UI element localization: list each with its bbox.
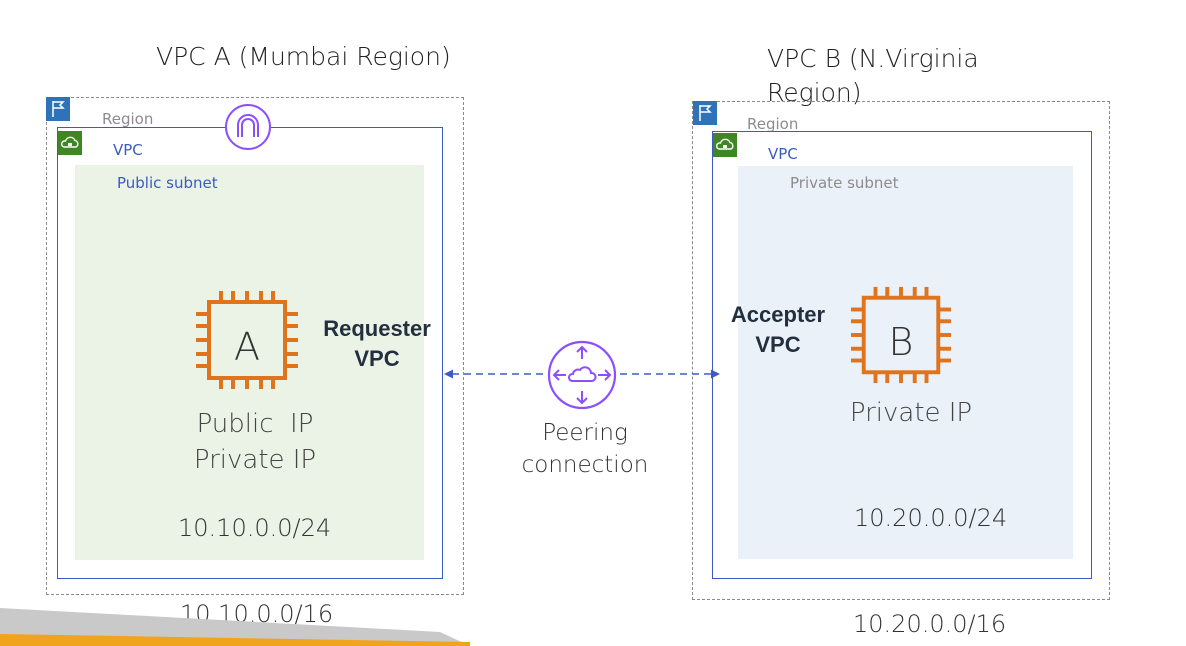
vpc-b-vpc-cidr: 10.20.0.0/16 — [853, 610, 1007, 638]
peering-connection-arrow — [444, 369, 720, 379]
private-subnet-box — [738, 166, 1073, 559]
vpc-cloud-lock-icon — [58, 131, 82, 155]
footer-decoration — [0, 608, 470, 646]
requester-vpc-label: Requester VPC — [310, 314, 444, 374]
ec2-instance-b-icon — [848, 284, 954, 386]
ec2-instance-a-icon — [193, 288, 301, 392]
region-flag-icon — [693, 101, 717, 125]
peering-label-line1: Peering — [542, 420, 628, 446]
vpc-b-subnet-cidr: 10.20.0.0/24 — [854, 504, 1008, 532]
vpc-a-title: VPC A (Mumbai Region) — [156, 42, 451, 71]
vpc-b-title-line2: Region) — [767, 78, 862, 107]
vpc-a-subnet-cidr: 10.10.0.0/24 — [178, 514, 332, 542]
instance-b-letter: B — [888, 320, 914, 364]
public-ip-label: Public IP — [196, 409, 314, 439]
vpc-cloud-lock-icon — [713, 133, 737, 157]
vpc-b-vpc-label: VPC — [768, 145, 798, 163]
accepter-vpc-label: Accepter VPC — [718, 300, 838, 360]
vpc-a-ip-label: Public IP Private IP — [160, 406, 350, 478]
private-ip-label: Private IP — [193, 445, 317, 475]
vpc-a-region-label: Region — [102, 110, 154, 128]
private-subnet-label: Private subnet — [790, 174, 899, 192]
instance-a-letter: A — [234, 325, 260, 369]
vpc-a-region-box — [46, 97, 464, 595]
vpc-b-region-label: Region — [747, 115, 799, 133]
peering-connection-icon — [546, 339, 618, 411]
accepter-label-line2: VPC — [755, 332, 801, 357]
accepter-label-line1: Accepter — [730, 302, 826, 327]
region-flag-icon — [46, 97, 70, 121]
public-subnet-box — [75, 165, 424, 560]
internet-gateway-icon — [224, 103, 272, 151]
vpc-b-title-line1: VPC B (N.Virginia — [767, 44, 979, 73]
vpc-b-private-ip-label: Private IP — [849, 398, 973, 428]
requester-label-line2: VPC — [354, 346, 400, 371]
vpc-b-region-box — [692, 101, 1110, 600]
vpc-b-title: VPC B (N.Virginia Region) — [767, 42, 979, 110]
peering-label-line2: connection — [521, 452, 649, 478]
vpc-b-box — [712, 131, 1092, 579]
peering-connection-label: Peering connection — [505, 417, 665, 481]
vpc-a-vpc-label: VPC — [113, 141, 143, 159]
requester-label-line1: Requester — [323, 316, 431, 341]
public-subnet-label: Public subnet — [117, 174, 218, 192]
